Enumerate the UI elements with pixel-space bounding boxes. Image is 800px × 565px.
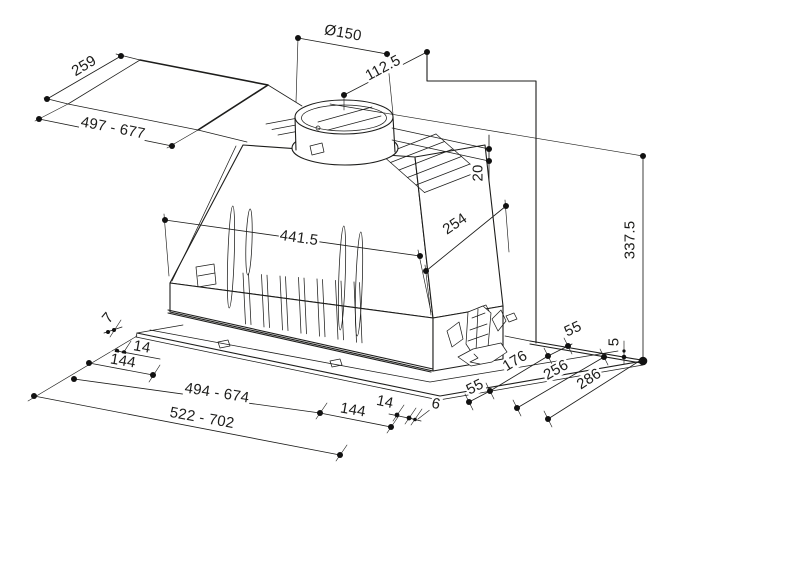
dim-duct-diameter [295, 35, 394, 115]
dim-base-lip [103, 326, 123, 334]
duct-collar [291, 99, 399, 166]
dim-side-mid-depth [514, 354, 607, 411]
label-bracket-inset: 14 [374, 391, 396, 413]
dim-side-rear-gap [547, 343, 573, 357]
dim-base-outer-width [31, 393, 343, 458]
dim-total-height [329, 103, 648, 366]
dim-collar-height [391, 127, 492, 181]
dim-cutout-depth [43, 53, 141, 105]
grille-fins [242, 272, 363, 344]
label-base-right-offset: 144 [338, 399, 368, 421]
dim-side-lip-height [621, 340, 627, 365]
dim-side-outer-depth [545, 359, 642, 422]
label-side-lip-height: 5 [605, 336, 623, 348]
dim-base-right-offset [319, 412, 394, 430]
label-base-inset: 14 [131, 337, 153, 357]
dim-body-depth [423, 199, 510, 316]
label-base-left-offset: 144 [108, 350, 138, 372]
dim-bracket-gap [408, 408, 432, 422]
label-total-height: 337.5 [621, 219, 639, 261]
blade-slots [226, 205, 364, 337]
dim-bracket-inset [388, 412, 414, 421]
dim-side-front-gap [466, 388, 493, 405]
cabinet-outline [426, 51, 537, 344]
label-collar-height: 20 [469, 163, 487, 183]
mounting-bracket [446, 305, 508, 367]
